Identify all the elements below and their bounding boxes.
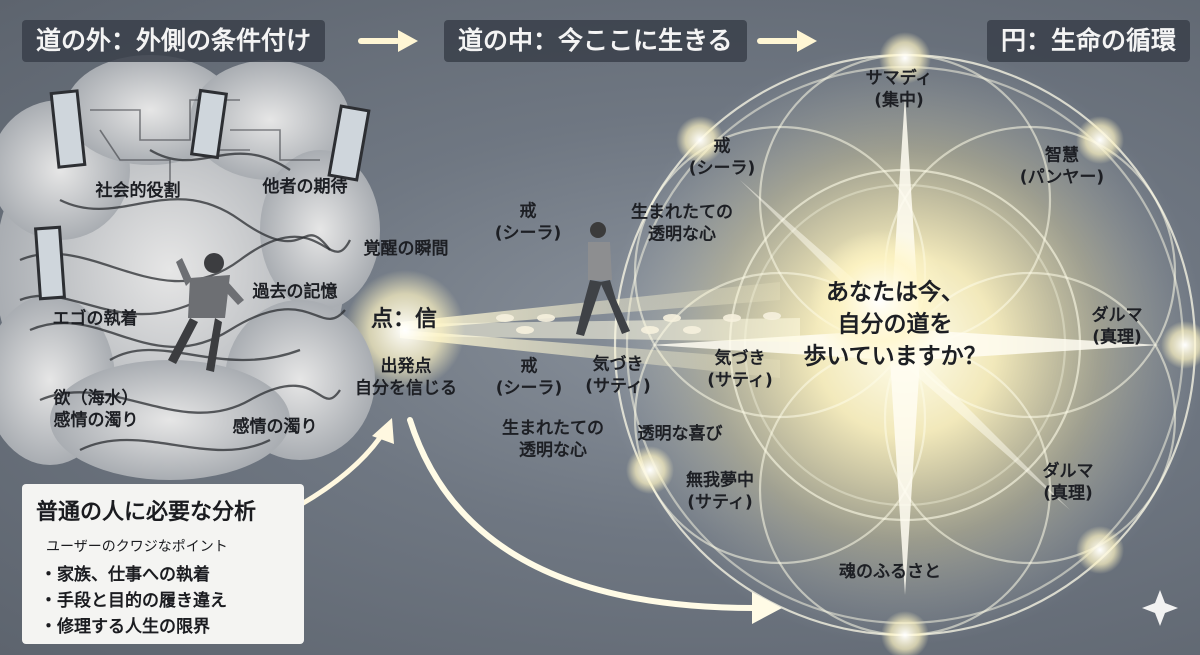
path-label-newborn-mind-2: 生まれたての透明な心: [502, 418, 604, 460]
circle-label-soul-home: 魂のふるさと: [839, 562, 941, 583]
arrow-head-icon: [372, 418, 394, 444]
light-beam-center: [400, 318, 800, 342]
header-inside-road: 道の中：今ここに生きる: [444, 20, 747, 62]
point-faith-label: 点：信: [370, 306, 438, 332]
mirror-icon: [33, 88, 371, 301]
cloud-label-social-role: 社会的役割: [95, 181, 181, 202]
analysis-list: 家族、仕事への執着 手段と目的の履き違え 修理する人生の限界: [36, 562, 290, 640]
cloud-label-desire: 欲（海水）感情の濁り: [53, 388, 139, 430]
footprint-icon: [496, 312, 781, 334]
circle-label-dharma-right: ダルマ(真理): [1091, 305, 1143, 347]
cloud-label-emotion: 感情の濁り: [232, 417, 318, 438]
analysis-subtitle: ユーザーのクワジなポイント: [46, 539, 228, 555]
path-label-awareness-1: 気づき(サティ): [585, 354, 651, 396]
path-label-awareness-2: 気づき(サティ): [707, 348, 773, 390]
center-question: あなたは今、自分の道を歩いていますか？: [803, 279, 987, 371]
light-beam-lower: [400, 330, 780, 378]
path-label-sila-2: 戒(シーラ): [495, 356, 563, 398]
path-label-sila-1: 戒(シーラ): [494, 201, 562, 243]
circle-label-samadhi: サマディ(集中): [865, 68, 933, 110]
tangled-threads: [19, 149, 352, 452]
cloud-label-ego-attachment: エゴの執着: [52, 309, 138, 330]
falling-person-icon: [168, 253, 244, 372]
circle-label-panya: 智慧(パンヤー): [1019, 145, 1105, 187]
analysis-title: 普通の人に必要な分析: [36, 500, 257, 525]
path-label-absorption: 無我夢中(サティ): [686, 470, 754, 512]
path-label-clear-joy: 透明な喜び: [637, 424, 723, 445]
cloud-of-conditioning: [0, 55, 380, 480]
analysis-item: 家族、仕事への執着: [40, 562, 290, 588]
circle-label-dharma-bottom: ダルマ(真理): [1042, 461, 1094, 503]
header-outside-road: 道の外：外側の条件付け: [22, 20, 326, 62]
awakening-label: 覚醒の瞬間: [363, 239, 449, 260]
ring-sparkles: [626, 32, 1200, 655]
path-label-newborn-mind-1: 生まれたての透明な心: [631, 202, 733, 244]
cloud-label-past-memory: 過去の記憶: [252, 282, 338, 303]
cloud-label-others-expectation: 他者の期待: [262, 177, 348, 198]
walking-person-icon: [576, 222, 630, 336]
arrow-to-circle-head-icon: [752, 592, 782, 624]
point-glow: [345, 270, 465, 390]
circle-label-sila: 戒(シーラ): [688, 136, 756, 178]
analysis-item: 修理する人生の限界: [40, 614, 290, 640]
header-circle: 円：生命の循環: [987, 20, 1191, 62]
arrow-to-circle-icon: [407, 417, 763, 612]
sparkle-icon: [1142, 590, 1178, 626]
analysis-panel: 普通の人に必要な分析 ユーザーのクワジなポイント 家族、仕事への執着 手段と目的…: [22, 484, 304, 644]
analysis-item: 手段と目的の履き違え: [40, 588, 290, 614]
header-arrow-icons: [358, 30, 817, 52]
start-point-label: 出発点自分を信じる: [355, 356, 457, 398]
